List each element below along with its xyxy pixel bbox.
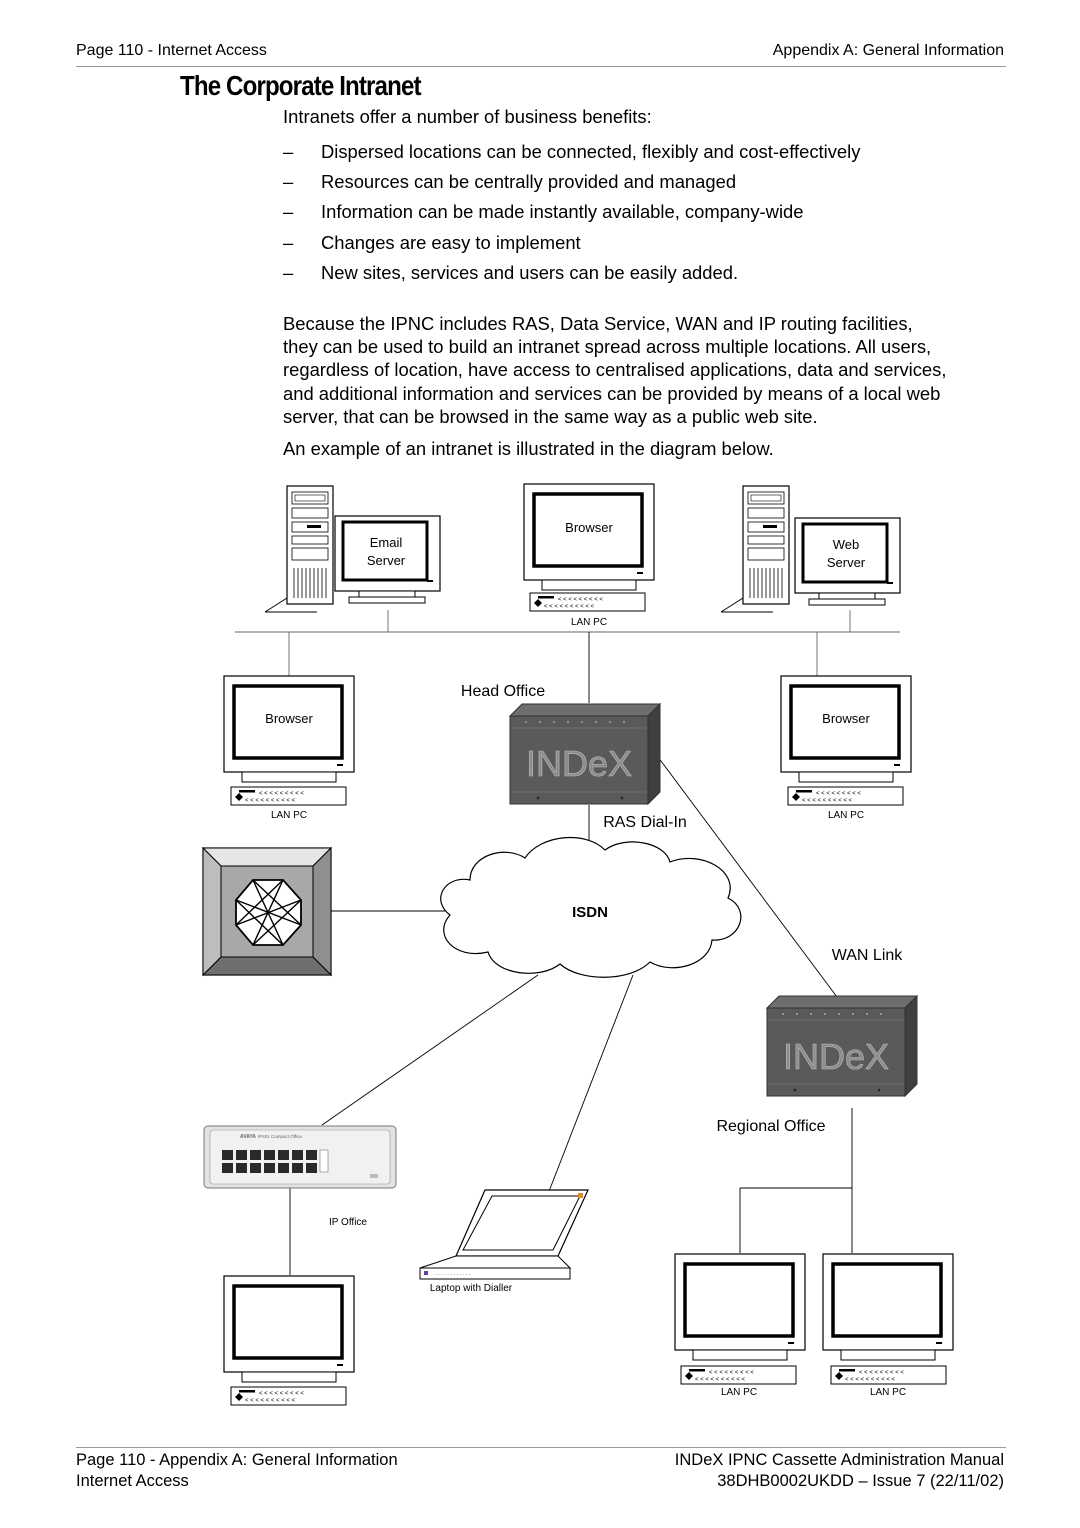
paragraph-line: regardless of location, have access to c… (283, 359, 947, 381)
footer-left-line1: Page 110 - Appendix A: General Informati… (76, 1451, 398, 1469)
ip-office-unit (203, 1125, 397, 1189)
lan-pc-label-regional-1: LAN PC (721, 1387, 757, 1398)
paragraph-line: they can be used to build an intranet sp… (283, 336, 932, 358)
browser-label-left: Browser (265, 711, 313, 726)
bullet-dash: – (283, 171, 294, 192)
regional-lan-pc-1-monitor (673, 1252, 807, 1362)
bullet-text: New sites, services and users can be eas… (321, 262, 739, 283)
header-rule (76, 66, 1006, 67)
email-server-tower (264, 485, 334, 613)
regional-lan-pc-1-keyboard (680, 1365, 797, 1385)
ip-office-model: IP401 Compact Office (258, 1134, 302, 1139)
header-left: Page 110 - Internet Access (76, 42, 267, 59)
regional-lan-pc-2-keyboard (830, 1365, 947, 1385)
footer-right-line1: INDeX IPNC Cassette Administration Manua… (674, 1451, 1004, 1469)
svg-text:· · · · · · · · · · · ·: · · · · · · · · · · · · (435, 1272, 471, 1278)
regional-lan-pc-2-monitor (821, 1252, 955, 1362)
lan-pc-label-right: LAN PC (828, 810, 864, 821)
body-paragraph: Because the IPNC includes RAS, Data Serv… (283, 312, 1013, 428)
header-right: Appendix A: General Information (772, 42, 1004, 59)
lan-pc-label-top: LAN PC (571, 617, 607, 628)
isdn-terminal-device (201, 846, 333, 977)
web-server-tower (720, 485, 790, 613)
bullet-dash: – (283, 201, 294, 222)
example-text: An example of an intranet is illustrated… (283, 438, 774, 459)
paragraph-line: server, that can be browsed in the same … (283, 405, 818, 427)
lan-pc-label-regional-2: LAN PC (870, 1387, 906, 1398)
ras-dial-in-label: RAS Dial-In (603, 814, 687, 831)
bullet-dash: – (283, 232, 294, 253)
bullet-dash: – (283, 141, 294, 162)
lan-pc-top-keyboard (529, 592, 646, 612)
ip-office-pc-keyboard (230, 1386, 347, 1406)
lan-pc-right-monitor (779, 674, 913, 784)
laptop-with-dialler: · · · · · · · · · · · · (419, 1189, 589, 1280)
bullet-text: Changes are easy to implement (321, 232, 581, 253)
lan-pc-label-left: LAN PC (271, 810, 307, 821)
bullet-text: Information can be made instantly availa… (321, 201, 804, 222)
paragraph-line: and additional information and services … (283, 382, 941, 404)
footer-left-line2: Internet Access (76, 1472, 189, 1490)
footer-rule (76, 1447, 1006, 1448)
ip-office-brand: AVAYA (240, 1134, 256, 1140)
email-server-label-1: Email (370, 535, 403, 550)
lan-pc-left-keyboard (230, 786, 347, 806)
bullet-text: Resources can be centrally provided and … (321, 171, 737, 192)
index-logo-regional: INDeX (783, 1036, 889, 1077)
intro-text: Intranets offer a number of business ben… (283, 106, 652, 127)
isdn-label: ISDN (572, 904, 608, 921)
lan-pc-top-monitor (522, 482, 656, 592)
index-logo-head: INDeX (526, 743, 632, 784)
email-server-label-2: Server (367, 553, 406, 568)
head-office-label: Head Office (461, 683, 545, 700)
web-server-label-1: Web (833, 537, 860, 552)
web-server-label-2: Server (827, 555, 866, 570)
bullet-text: Dispersed locations can be connected, fl… (321, 141, 861, 162)
laptop-label: Laptop with Dialler (430, 1283, 513, 1294)
footer-right-line2: 38DHB0002UKDD – Issue 7 (22/11/02) (717, 1472, 1004, 1490)
isdn-cloud (440, 836, 742, 978)
browser-label-right: Browser (822, 711, 870, 726)
lan-pc-left-monitor (222, 674, 356, 784)
ip-office-pc-monitor (222, 1274, 356, 1384)
bullet-dash: – (283, 262, 294, 283)
page-title: The Corporate Intranet (180, 70, 421, 101)
wan-link-label: WAN Link (832, 947, 904, 964)
paragraph-line: Because the IPNC includes RAS, Data Serv… (283, 313, 913, 334)
browser-label-top: Browser (565, 520, 613, 535)
lan-pc-right-keyboard (787, 786, 904, 806)
ip-office-label: IP Office (329, 1217, 367, 1228)
regional-office-label: Regional Office (716, 1118, 825, 1135)
